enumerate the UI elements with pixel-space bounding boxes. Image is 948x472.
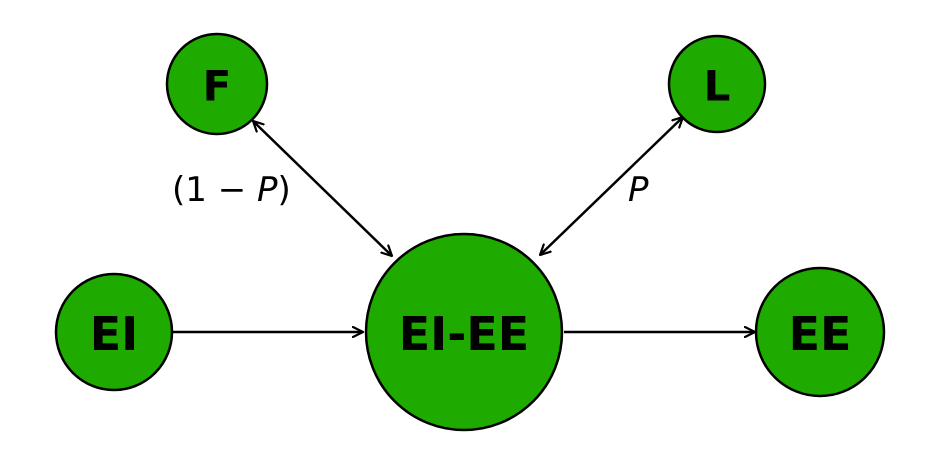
edge-f-to-ei-ee — [253, 121, 392, 256]
edge-label-p: P — [628, 170, 649, 210]
node-ei-ee-circle — [364, 232, 564, 432]
edge-label-p-var-right: P — [628, 170, 649, 210]
edge-l-to-ei-ee — [540, 117, 683, 255]
node-l[interactable]: L — [667, 34, 767, 134]
node-l-circle — [667, 34, 767, 134]
edge-label-close: ) — [278, 170, 291, 210]
node-ei[interactable]: EI — [54, 272, 174, 392]
node-ei-ee[interactable]: EI-EE — [364, 232, 564, 432]
node-ee-circle — [754, 266, 886, 398]
node-f-circle — [165, 32, 269, 136]
node-ei-ee-label: EI-EE — [399, 307, 529, 361]
node-f[interactable]: F — [165, 32, 269, 136]
node-l-label: L — [704, 62, 731, 111]
node-f-label: F — [203, 62, 232, 111]
edge-label-one-minus-p: (1 − P) — [172, 170, 291, 210]
node-ei-label: EI — [90, 307, 139, 361]
node-ee[interactable]: EE — [754, 266, 886, 398]
node-ei-circle — [54, 272, 174, 392]
node-ee-label: EE — [789, 307, 852, 361]
edge-label-open: (1 − — [172, 170, 257, 210]
edge-label-p-var: P — [257, 170, 278, 210]
